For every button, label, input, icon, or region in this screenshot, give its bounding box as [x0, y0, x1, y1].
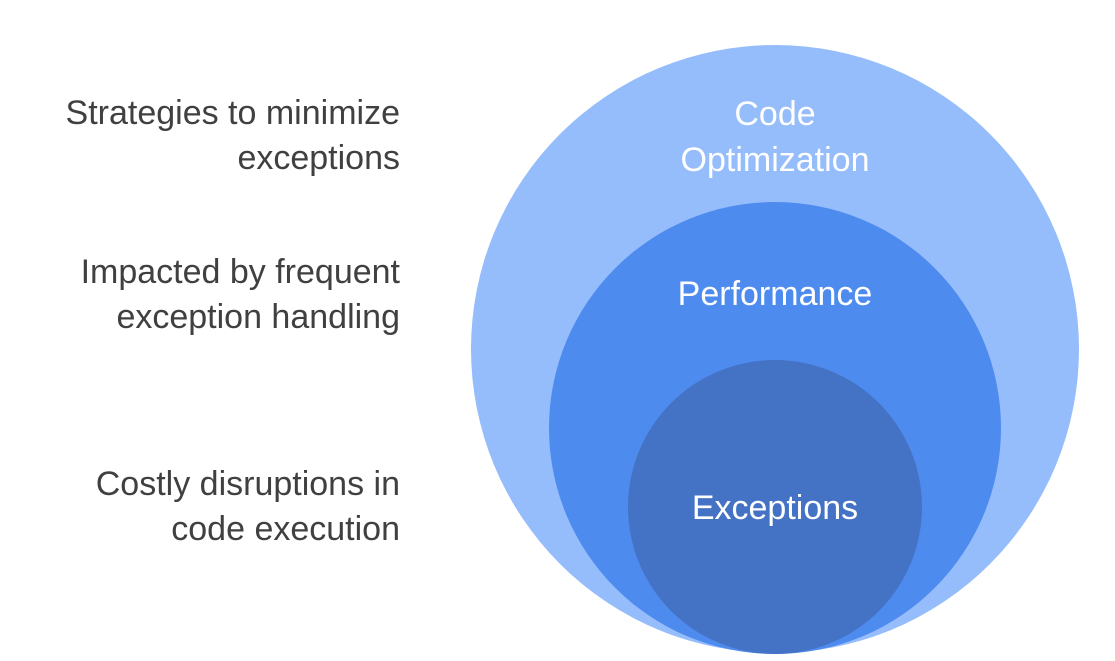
- optimization-description: Strategies to minimize exceptions: [0, 91, 400, 181]
- exceptions-description: Costly disruptions in code execution: [0, 462, 400, 552]
- performance-description: Impacted by frequent exception handling: [0, 250, 400, 340]
- exceptions-circle: [628, 360, 922, 654]
- code-optimization-label-line-1: Code: [734, 95, 815, 133]
- performance-label: Performance: [678, 275, 873, 313]
- performance-description-line-1: Impacted by frequent: [80, 253, 400, 291]
- performance-description-line-2: exception handling: [116, 298, 400, 336]
- code-optimization-label-line-2: Optimization: [681, 141, 870, 179]
- exceptions-description-line-2: code execution: [171, 510, 400, 548]
- optimization-description-line-1: Strategies to minimize: [65, 94, 400, 132]
- exceptions-label: Exceptions: [692, 489, 858, 527]
- exceptions-description-line-1: Costly disruptions in: [95, 465, 400, 503]
- optimization-description-line-2: exceptions: [237, 139, 400, 177]
